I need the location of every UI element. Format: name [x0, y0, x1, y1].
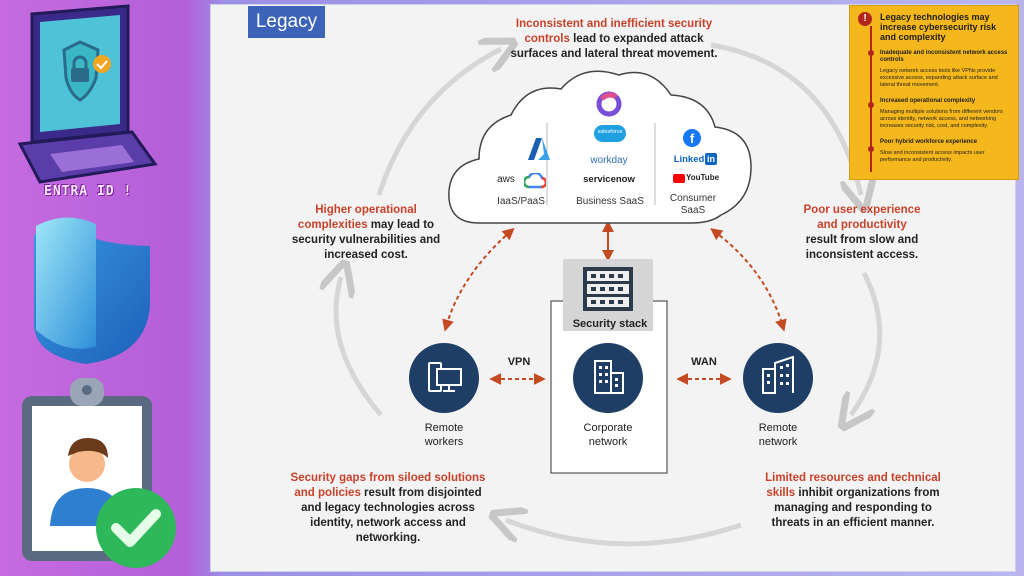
building-icon — [594, 360, 624, 394]
warning-item-2-heading: Increased operational complexity — [880, 98, 976, 104]
left-text-highlight: Higher operational complexities — [297, 204, 417, 231]
corporate-network-label: Corporate network — [583, 422, 633, 448]
vpn-label: VPN — [507, 356, 531, 368]
warning-item-3-heading: Poor hybrid workforce experience — [880, 139, 978, 145]
remote-network-node — [743, 343, 813, 413]
warning-dot-2 — [868, 102, 874, 108]
warning-timeline-line — [870, 26, 872, 172]
bottom-left-text-rest: result from disjointed and legacy techno… — [301, 487, 482, 544]
right-strip — [1016, 0, 1024, 576]
iaas-label: IaaS/PaaS — [497, 196, 545, 207]
salesforce-logo: salesforce — [594, 125, 626, 142]
warning-item-1-heading: Inadequate and inconsistent network acce… — [880, 50, 1008, 63]
connector-cloud-remote-workers — [442, 227, 515, 332]
right-text-highlight: Poor user experience and productivity — [803, 204, 921, 231]
warning-title: Legacy technologies may increase cyberse… — [880, 12, 997, 42]
left-text: Higher operational complexities may lead… — [291, 203, 441, 263]
youtube-logo: YouTube — [673, 173, 719, 185]
bottom-left-text-highlight: Security gaps from siloed solutions and … — [290, 472, 486, 499]
corporate-network-node — [573, 343, 643, 413]
laptop-desktop-icon — [428, 362, 462, 392]
laptop-shield-icon — [17, 4, 158, 184]
wan-label: WAN — [691, 356, 717, 368]
remote-network-label: Remote network — [758, 422, 798, 448]
entra-id-logo-icon — [34, 217, 150, 364]
warning-dot-3 — [868, 146, 874, 152]
arc-bottom — [506, 520, 742, 547]
security-stack-label: Security stack — [572, 318, 648, 330]
bottom-right-text-highlight: Limited resources and technical skills — [765, 472, 941, 499]
youtube-play-icon — [673, 174, 685, 183]
clipboard-user-icon — [22, 378, 176, 568]
top-text: Inconsistent and inefficient security co… — [501, 17, 727, 62]
left-text-rest: may lead to security vulnerabilities and… — [291, 219, 441, 261]
google-cloud-icon — [524, 173, 546, 189]
bottom-right-text-rest: inhibit organizations from managing and … — [771, 487, 940, 529]
warning-item-2-body: Managing multiple solutions from differe… — [880, 109, 1003, 129]
top-text-rest: lead to expanded attack surfaces and lat… — [510, 33, 718, 60]
remote-workers-node — [409, 343, 479, 413]
linkedin-logo: Linked in — [673, 153, 717, 165]
left-panel: ENTRA ID ! — [0, 0, 196, 576]
remote-workers-label: Remote workers — [424, 422, 464, 448]
arc-left — [336, 277, 383, 417]
consumer-saas-label: Consumer SaaS — [669, 193, 717, 216]
warning-dot-1 — [868, 50, 874, 56]
right-text: Poor user experience and productivity re… — [801, 203, 923, 263]
bottom-right-text: Limited resources and technical skills i… — [763, 471, 943, 531]
azure-icon — [528, 138, 550, 160]
arc-top-left — [376, 49, 501, 196]
office-building-icon — [762, 355, 794, 394]
warning-panel: ! Legacy technologies may increase cyber… — [849, 5, 1019, 180]
top-text-highlight: Inconsistent and inefficient security co… — [515, 18, 713, 45]
workday-logo: workday — [590, 155, 628, 166]
servicenow-logo: servicenow — [583, 174, 635, 185]
entra-label: ENTRA ID ! — [44, 184, 133, 199]
aws-logo: aws — [497, 174, 515, 185]
diagram-panel: Legacy Inconsistent and inefficient secu… — [210, 4, 1019, 572]
business-saas-label: Business SaaS — [576, 196, 644, 207]
right-text-rest: result from slow and inconsistent access… — [805, 234, 919, 261]
bottom-left-text: Security gaps from siloed solutions and … — [283, 471, 493, 546]
arc-right — [851, 271, 883, 415]
microsoft-365-icon — [596, 91, 622, 117]
warning-item-3-body: Slow and inconsistent access impacts use… — [880, 150, 985, 163]
facebook-icon: f — [683, 129, 701, 147]
legacy-title: Legacy — [248, 6, 325, 38]
warning-icon: ! — [858, 12, 872, 26]
warning-item-1-body: Legacy network access tools like VPNs pr… — [880, 68, 998, 88]
connector-cloud-remote-network — [710, 228, 787, 332]
